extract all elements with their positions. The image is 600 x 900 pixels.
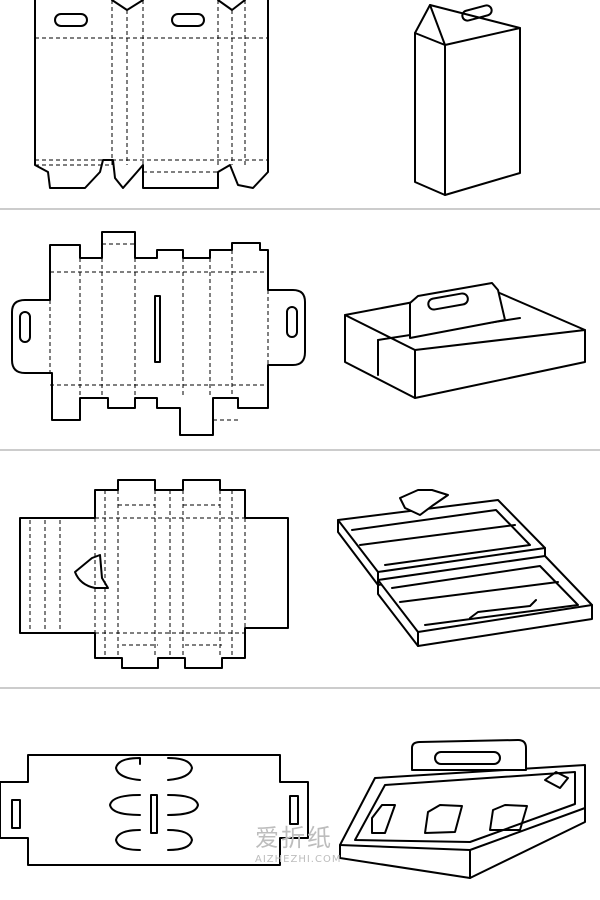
handle-hole — [11, 799, 21, 829]
tray-box-dieline — [11, 231, 306, 436]
cup-slot-cut — [167, 757, 193, 781]
carrier-3d — [339, 739, 586, 879]
cup-slot-cut — [109, 794, 141, 816]
tray-box-3d — [344, 282, 586, 399]
handle-hole — [171, 13, 205, 27]
handle-hole — [434, 751, 501, 765]
tall-box-dieline — [34, 0, 269, 189]
hinged-box-dieline — [19, 479, 289, 669]
handle-hole — [286, 306, 298, 338]
carrier-dieline — [0, 754, 309, 866]
cup-slot-cut — [115, 829, 141, 851]
watermark-chinese: 爱折纸 — [255, 824, 333, 852]
handle-hole — [461, 4, 493, 22]
handle-hole — [54, 13, 88, 27]
tall-box-3d — [414, 4, 521, 196]
handle-hole — [289, 795, 299, 825]
handle-hole — [19, 311, 31, 343]
hinged-box-3d — [337, 489, 593, 647]
watermark: 爱折纸 AIZHEZHI.COM — [255, 824, 341, 865]
slot-cut — [154, 295, 161, 363]
cup-slot-cut — [167, 794, 199, 816]
slot-cut — [150, 794, 158, 834]
watermark-url: AIZHEZHI.COM — [255, 854, 341, 865]
cup-slot-cut — [167, 829, 193, 851]
handle-hole — [427, 292, 469, 311]
cup-slot-cut — [115, 757, 141, 781]
